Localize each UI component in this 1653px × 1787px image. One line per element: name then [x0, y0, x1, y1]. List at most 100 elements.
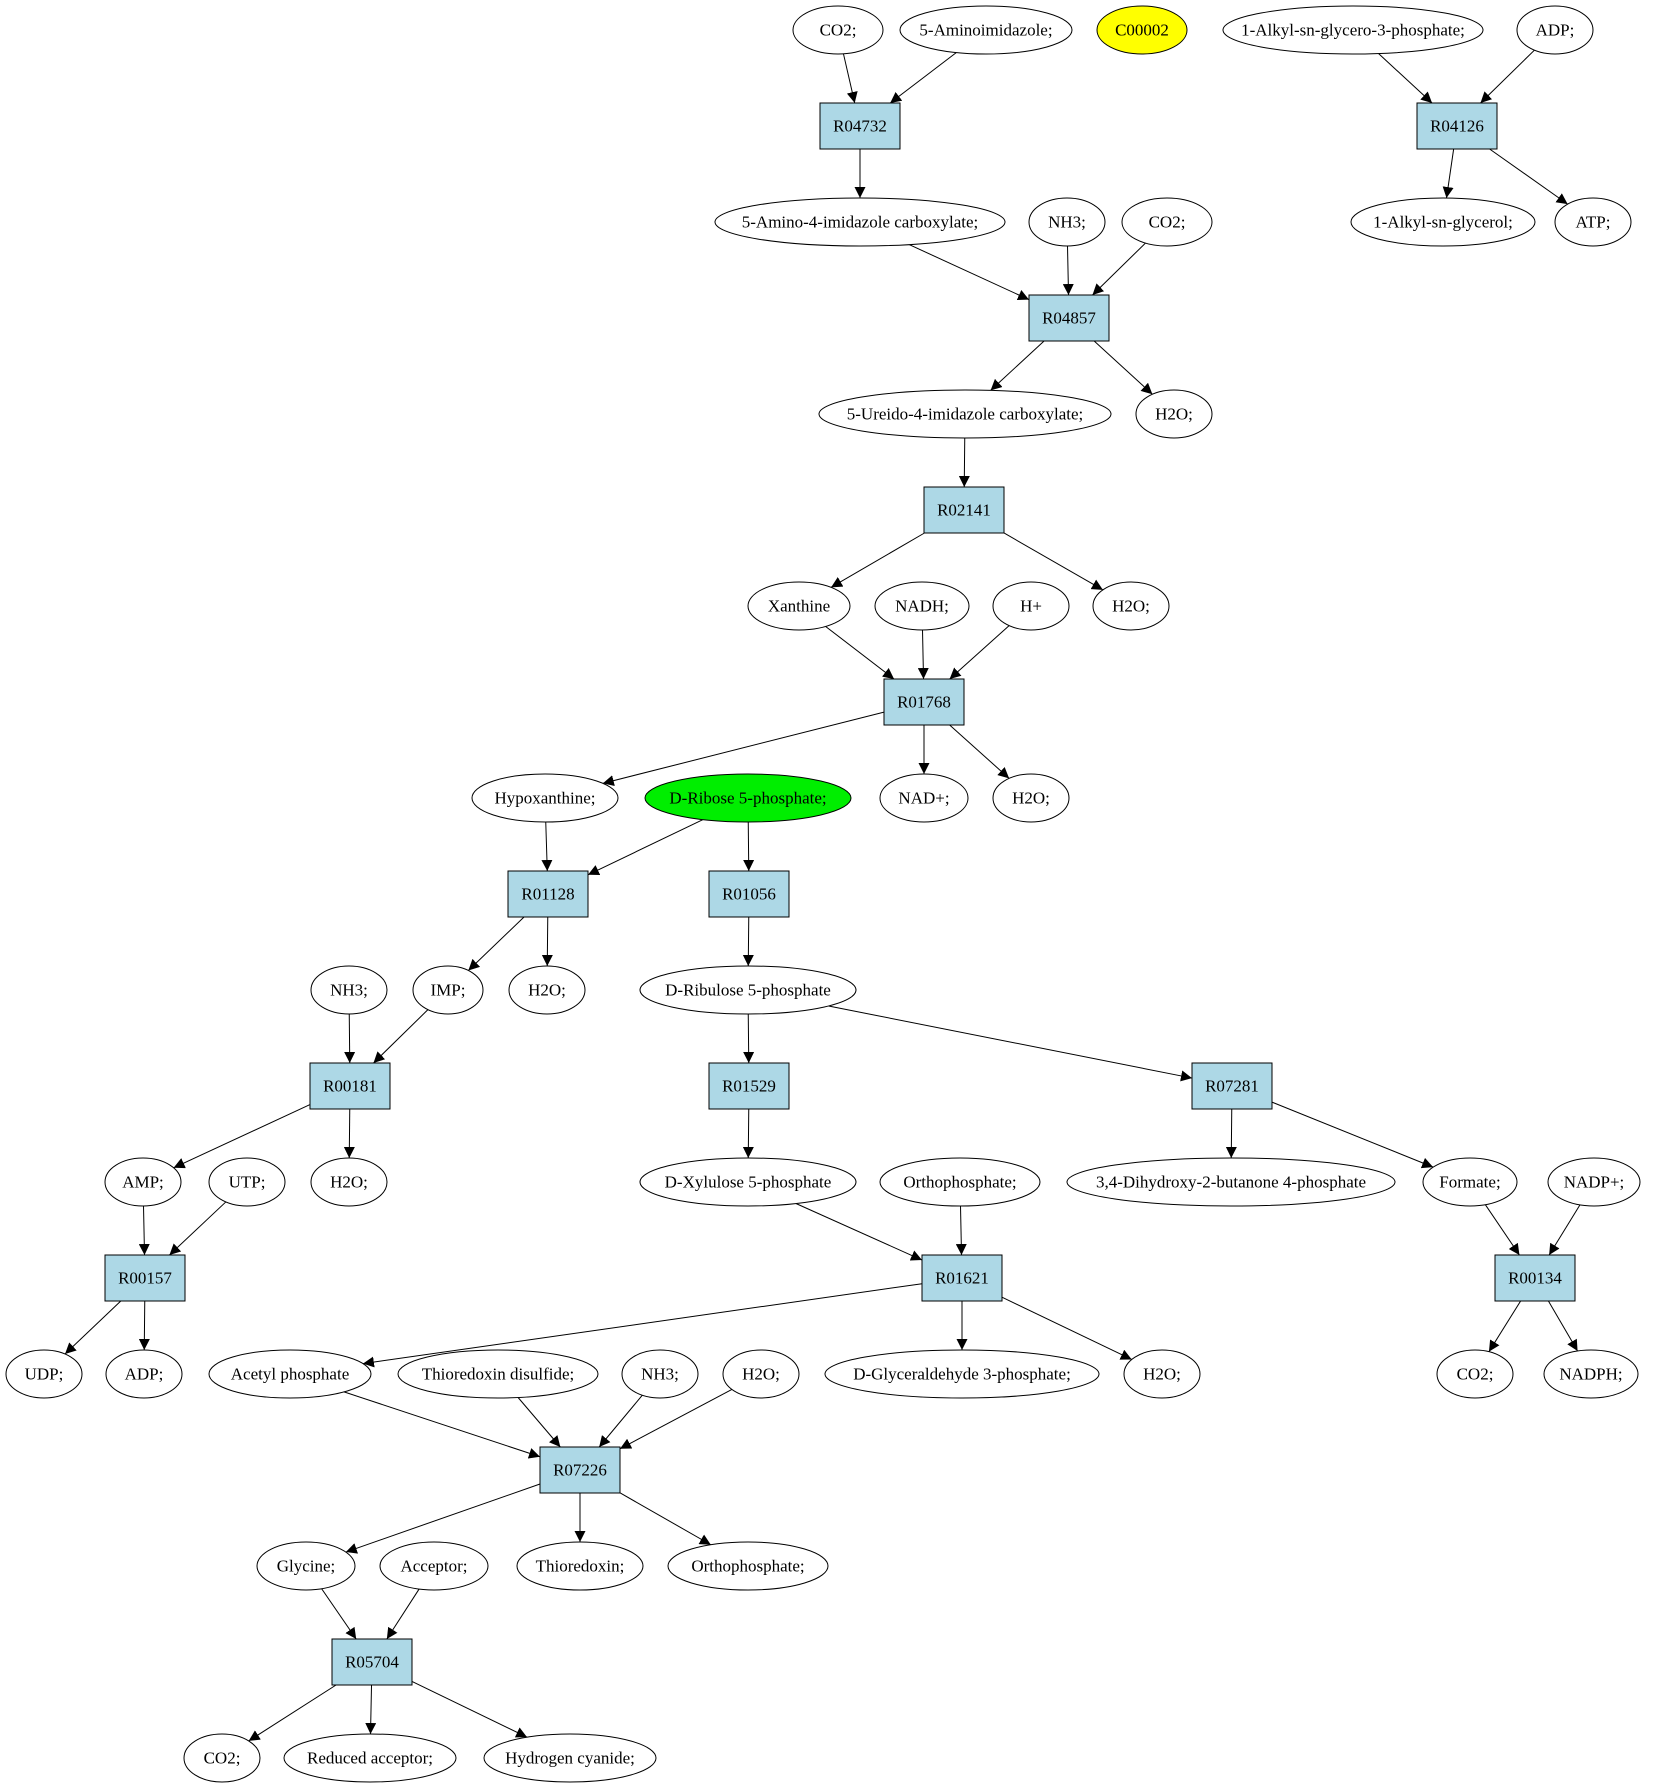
compound-ellipse	[1066, 1157, 1396, 1207]
reaction-node-r_R01056[interactable]: R01056	[708, 870, 790, 918]
compound-label: Hypoxanthine;	[494, 789, 595, 808]
compound-node-c_imp[interactable]: IMP;	[412, 965, 484, 1015]
compound-ellipse	[1028, 197, 1106, 247]
compound-node-c_hplus[interactable]: H+	[992, 581, 1070, 631]
compound-node-c_hcn[interactable]: Hydrogen cyanide;	[483, 1733, 657, 1783]
compound-label: 3,4-Dihydroxy-2-butanone 4-phosphate	[1096, 1173, 1366, 1192]
compound-ellipse	[183, 1733, 261, 1783]
compound-node-c_h2o_g[interactable]: H2O;	[1123, 1349, 1201, 1399]
compound-label: D-Xylulose 5-phosphate	[665, 1173, 832, 1192]
compound-node-c_nadh[interactable]: NADH;	[874, 581, 970, 631]
reaction-node-r_R07281[interactable]: R07281	[1191, 1062, 1273, 1110]
compound-ellipse	[508, 965, 586, 1015]
reaction-node-r_R01768[interactable]: R01768	[883, 678, 965, 726]
reaction-label: R05704	[345, 1653, 399, 1672]
compound-node-c_co2_c[interactable]: CO2;	[1436, 1349, 1514, 1399]
compound-label: H+	[1020, 597, 1042, 616]
edges-layer	[64, 49, 1581, 1742]
reaction-label: R04732	[833, 117, 887, 136]
reaction-label: R02141	[937, 501, 991, 520]
compound-label: H2O;	[330, 1173, 368, 1192]
compound-node-c_thioredoxin_disulfide[interactable]: Thioredoxin disulfide;	[397, 1349, 599, 1399]
compound-node-c_h2o_b[interactable]: H2O;	[1092, 581, 1170, 631]
compound-node-c_nadph[interactable]: NADPH;	[1543, 1349, 1639, 1399]
compound-ellipse	[722, 1349, 800, 1399]
reaction-node-r_R04732[interactable]: R04732	[819, 102, 901, 150]
compound-node-c_utp[interactable]: UTP;	[208, 1157, 286, 1207]
compound-label: Thioredoxin disulfide;	[422, 1365, 575, 1384]
compound-node-c_co2_b[interactable]: CO2;	[1121, 197, 1213, 247]
edge-r_R07226-to-c_glycine	[345, 1483, 541, 1554]
reaction-node-r_R01621[interactable]: R01621	[921, 1254, 1003, 1302]
edge-c_hplus-to-r_R01768	[949, 625, 1010, 680]
nodes-layer: CO2; 5-Aminoimidazole; C00002 1-Alkyl-sn-gl…	[5, 5, 1641, 1783]
compound-node-c_dihydroxybutanone[interactable]: 3,4-Dihydroxy-2-butanone 4-phosphate	[1066, 1157, 1396, 1207]
compound-node-c_xylulose5p[interactable]: D-Xylulose 5-phosphate	[639, 1157, 857, 1207]
reaction-box	[104, 1254, 186, 1302]
compound-node-c_reduced_acceptor[interactable]: Reduced acceptor;	[283, 1733, 457, 1783]
compound-ellipse	[1422, 1157, 1518, 1207]
compound-node-c_orthophosphate_b[interactable]: Orthophosphate;	[667, 1541, 829, 1591]
compound-node-c_alkyl_g3p[interactable]: 1-Alkyl-sn-glycero-3-phosphate;	[1222, 5, 1484, 55]
compound-node-c_nh3_a[interactable]: NH3;	[1028, 197, 1106, 247]
compound-node-c_hypoxanthine[interactable]: Hypoxanthine;	[471, 773, 619, 823]
compound-node-c_h2o_d[interactable]: H2O;	[508, 965, 586, 1015]
compound-ellipse	[639, 965, 857, 1015]
reaction-box	[309, 1062, 391, 1110]
edge-c_alkyl_g3p-to-r_R04126	[1378, 53, 1433, 104]
compound-label: C00002	[1115, 21, 1169, 40]
compound-node-c_g3p[interactable]: D-Glyceraldehyde 3-phosphate;	[824, 1349, 1100, 1399]
compound-node-c_atp[interactable]: ATP;	[1554, 197, 1632, 247]
compound-node-c_nadplus[interactable]: NAD+;	[879, 773, 969, 823]
edge-r_R00181-to-c_amp	[173, 1104, 311, 1169]
reaction-node-r_R00181[interactable]: R00181	[309, 1062, 391, 1110]
compound-node-c_h2o_a[interactable]: H2O;	[1135, 389, 1213, 439]
reaction-node-r_R01128[interactable]: R01128	[507, 870, 589, 918]
compound-node-c_h2o_e[interactable]: H2O;	[310, 1157, 388, 1207]
compound-node-c_acetylp[interactable]: Acetyl phosphate	[208, 1349, 372, 1399]
compound-node-c_h2o_f[interactable]: H2O;	[722, 1349, 800, 1399]
compound-ellipse	[879, 1157, 1041, 1207]
compound-node-c_ureido[interactable]: 5-Ureido-4-imidazole carboxylate;	[818, 389, 1112, 439]
compound-node-c_thioredoxin[interactable]: Thioredoxin;	[516, 1541, 644, 1591]
reaction-node-r_R00157[interactable]: R00157	[104, 1254, 186, 1302]
edge-c_aminoimidazole-to-r_R04732	[889, 52, 957, 104]
reaction-box	[708, 870, 790, 918]
compound-label: 1-Alkyl-sn-glycerol;	[1373, 213, 1513, 232]
reaction-node-r_R05704[interactable]: R05704	[331, 1638, 413, 1686]
reaction-node-r_R00134[interactable]: R00134	[1494, 1254, 1576, 1302]
compound-node-c_c00002[interactable]: C00002	[1096, 5, 1188, 55]
compound-node-c_ribose5p[interactable]: D-Ribose 5-phosphate;	[644, 773, 852, 823]
compound-node-c_amino_carbox[interactable]: 5-Amino-4-imidazole carboxylate;	[714, 197, 1006, 247]
compound-node-c_adp_b[interactable]: ADP;	[105, 1349, 183, 1399]
compound-node-c_acceptor[interactable]: Acceptor;	[379, 1541, 489, 1591]
compound-label: H2O;	[1155, 405, 1193, 424]
reaction-box	[1028, 294, 1110, 342]
compound-node-c_orthophosphate_a[interactable]: Orthophosphate;	[879, 1157, 1041, 1207]
compound-node-c_formate[interactable]: Formate;	[1422, 1157, 1518, 1207]
reaction-node-r_R04126[interactable]: R04126	[1416, 102, 1498, 150]
compound-ellipse	[667, 1541, 829, 1591]
reaction-node-r_R04857[interactable]: R04857	[1028, 294, 1110, 342]
compound-node-c_nadpplus[interactable]: NADP+;	[1547, 1157, 1641, 1207]
compound-node-c_h2o_c[interactable]: H2O;	[992, 773, 1070, 823]
compound-label: H2O;	[1143, 1365, 1181, 1384]
compound-node-c_nh3_c[interactable]: NH3;	[621, 1349, 699, 1399]
compound-node-c_ribulose5p[interactable]: D-Ribulose 5-phosphate	[639, 965, 857, 1015]
compound-node-c_xanthine[interactable]: Xanthine	[747, 581, 851, 631]
reaction-box	[708, 1062, 790, 1110]
compound-node-c_amp[interactable]: AMP;	[104, 1157, 182, 1207]
compound-node-c_co2_a[interactable]: CO2;	[792, 5, 884, 55]
compound-node-c_alkyl_glycerol[interactable]: 1-Alkyl-sn-glycerol;	[1350, 197, 1536, 247]
compound-node-c_aminoimidazole[interactable]: 5-Aminoimidazole;	[899, 5, 1073, 55]
compound-ellipse	[818, 389, 1112, 439]
compound-node-c_adp_a[interactable]: ADP;	[1516, 5, 1594, 55]
reaction-node-r_R02141[interactable]: R02141	[923, 486, 1005, 534]
reaction-node-r_R07226[interactable]: R07226	[539, 1446, 621, 1494]
compound-node-c_glycine[interactable]: Glycine;	[256, 1541, 356, 1591]
compound-node-c_udp[interactable]: UDP;	[5, 1349, 83, 1399]
reaction-node-r_R01529[interactable]: R01529	[708, 1062, 790, 1110]
reaction-box	[921, 1254, 1003, 1302]
compound-node-c_co2_d[interactable]: CO2;	[183, 1733, 261, 1783]
compound-node-c_nh3_b[interactable]: NH3;	[310, 965, 388, 1015]
